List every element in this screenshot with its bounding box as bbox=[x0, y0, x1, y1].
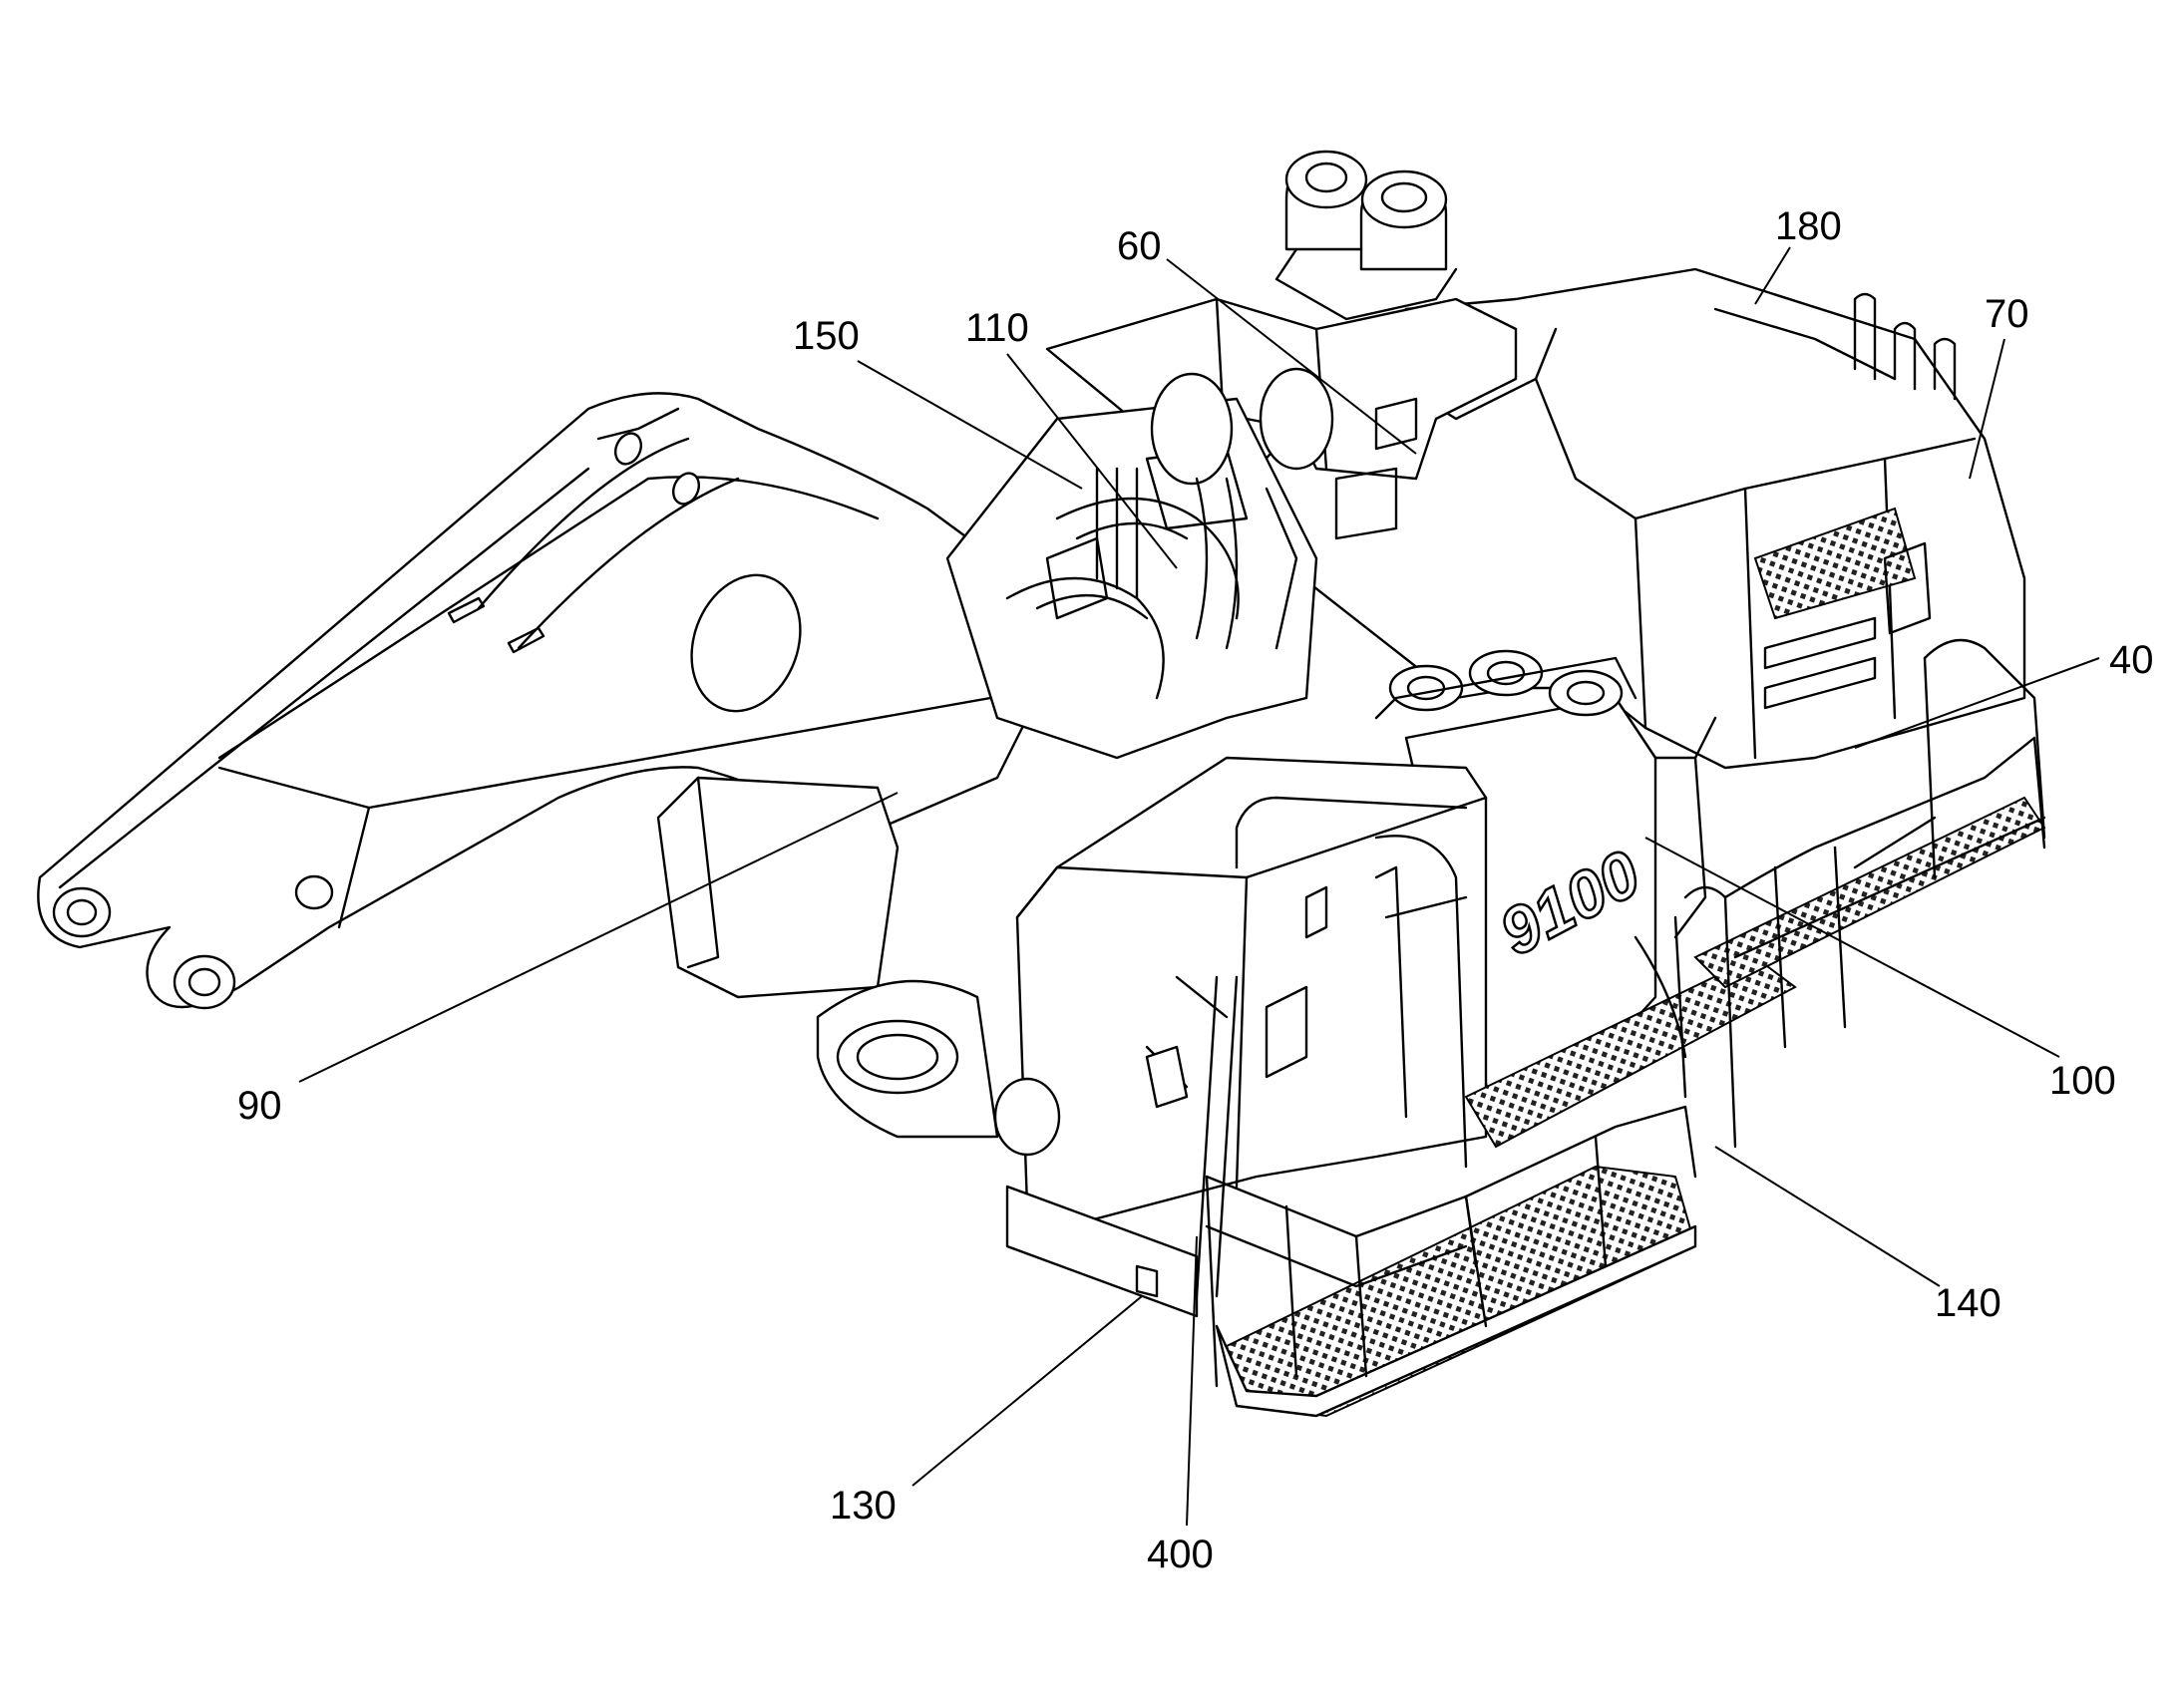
leader-140 bbox=[1714, 1146, 1941, 1287]
callout-110: 110 bbox=[965, 306, 1029, 350]
boom-arm bbox=[37, 392, 1079, 1010]
leader-lines bbox=[298, 246, 2100, 1527]
callout-90: 90 bbox=[237, 1084, 282, 1128]
callout-150: 150 bbox=[793, 314, 860, 358]
leader-400 bbox=[1186, 1235, 1198, 1527]
callout-400: 400 bbox=[1147, 1533, 1214, 1576]
leader-150 bbox=[857, 360, 1083, 490]
leader-180 bbox=[1754, 246, 1791, 305]
callout-180: 180 bbox=[1775, 204, 1842, 248]
callout-130: 130 bbox=[830, 1484, 897, 1528]
leader-70 bbox=[1969, 338, 2005, 480]
leader-110 bbox=[1006, 353, 1178, 569]
callout-100: 100 bbox=[2049, 1059, 2116, 1103]
leader-60 bbox=[1166, 258, 1417, 455]
reference-numerals: 60 180 150 110 70 40 100 90 140 130 400 bbox=[237, 204, 2154, 1576]
machine-body: 9100 bbox=[656, 150, 2046, 1418]
leader-40 bbox=[1854, 657, 2100, 749]
leader-100 bbox=[1644, 837, 2060, 1058]
leader-90 bbox=[298, 792, 899, 1083]
leader-130 bbox=[911, 1295, 1143, 1487]
callout-60: 60 bbox=[1117, 224, 1162, 268]
callout-140: 140 bbox=[1935, 1281, 2001, 1325]
callout-40: 40 bbox=[2109, 638, 2154, 682]
callout-70: 70 bbox=[1985, 292, 2029, 336]
